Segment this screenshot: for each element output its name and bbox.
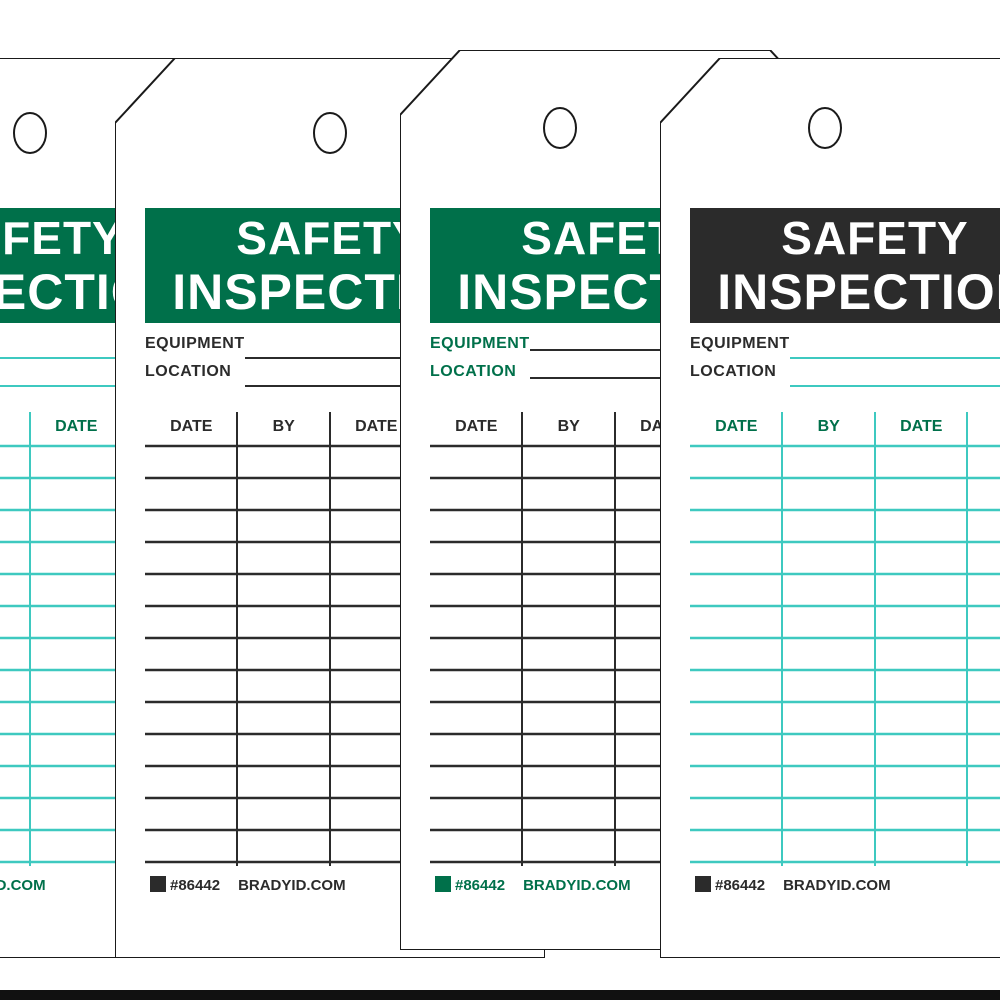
equipment-label: EQUIPMENT <box>145 335 245 352</box>
website: BRADYID.COM <box>783 876 891 894</box>
website: BRADYID.COM <box>523 876 631 894</box>
date-header-2: DATE <box>900 418 943 435</box>
banner-line1: SAFETY <box>781 211 969 264</box>
eyelet-hole-icon <box>13 112 47 154</box>
by-header-1: BY <box>272 418 295 435</box>
tag-footer: #86442 BRADYID.COM <box>0 876 46 894</box>
equipment-label: EQUIPMENT <box>690 335 790 352</box>
part-number: #86442 <box>695 876 765 894</box>
date-header-1: DATE <box>170 418 213 435</box>
eyelet-hole-icon <box>543 107 577 149</box>
location-label: LOCATION <box>145 363 232 380</box>
banner-line1: SAFETY <box>236 211 424 264</box>
part-number: #86442 <box>435 876 505 894</box>
location-label: LOCATION <box>430 363 517 380</box>
eyelet-hole-icon <box>313 112 347 154</box>
bottom-edge <box>0 990 1000 1000</box>
date-header-1: DATE <box>455 418 498 435</box>
date-header-1: DATE <box>715 418 758 435</box>
website: BRADYID.COM <box>0 876 46 894</box>
tag-footer: #86442 BRADYID.COM <box>695 876 891 894</box>
safety-tag-4: SAFETY INSPECTION EQUIPMENT LOCATION DAT… <box>660 58 1000 958</box>
tag-footer: #86442 BRADYID.COM <box>150 876 346 894</box>
by-header-1: BY <box>817 418 840 435</box>
part-number: #86442 <box>150 876 220 894</box>
log-header: DATE BY DATE BY <box>690 412 1000 442</box>
banner-line1: SAFETY <box>0 211 124 264</box>
website: BRADYID.COM <box>238 876 346 894</box>
brady-logo-icon <box>150 876 166 892</box>
date-header-2: DATE <box>355 418 398 435</box>
tag-footer: #86442 BRADYID.COM <box>435 876 631 894</box>
banner-line2: INSPECTION <box>717 263 1000 320</box>
brady-logo-icon <box>695 876 711 892</box>
tag-banner: SAFETY INSPECTION <box>690 208 1000 323</box>
equipment-label: EQUIPMENT <box>430 335 530 352</box>
location-label: LOCATION <box>690 363 777 380</box>
by-header-1: BY <box>557 418 580 435</box>
date-header-2: DATE <box>55 418 98 435</box>
log-grid <box>690 357 1000 866</box>
eyelet-hole-icon <box>808 107 842 149</box>
brady-logo-icon <box>435 876 451 892</box>
